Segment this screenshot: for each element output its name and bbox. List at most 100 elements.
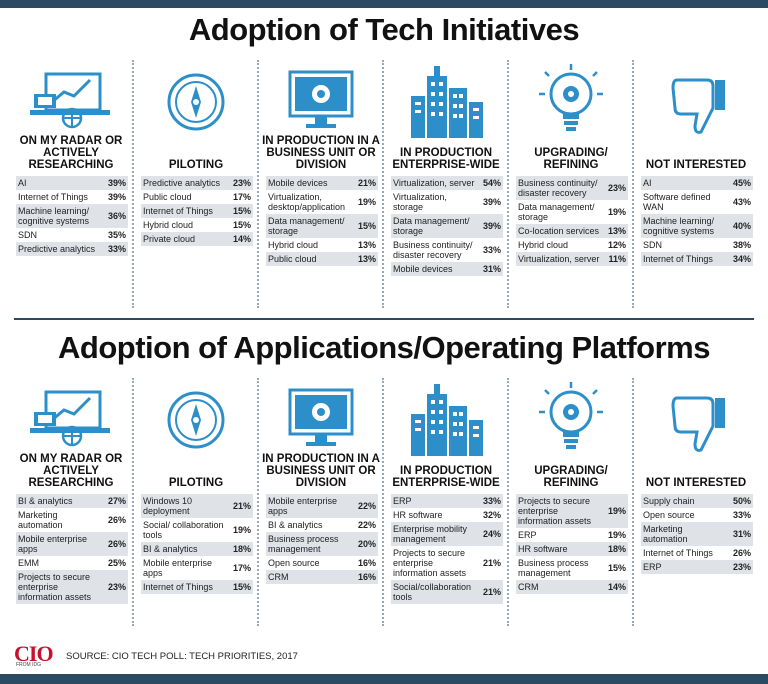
row-label: Marketing automation — [18, 510, 63, 530]
table-row: Hybrid cloud 12% — [516, 238, 628, 252]
column-separator — [257, 60, 259, 308]
table-row: Projects to secure enterprise informatio… — [516, 494, 628, 528]
row-label: SDN — [643, 240, 663, 250]
row-label: Social/collaboration tools — [393, 582, 472, 602]
row-value: 16% — [357, 572, 376, 582]
row-value: 23% — [732, 562, 751, 572]
row-value: 22% — [357, 520, 376, 530]
row-value: 13% — [357, 240, 376, 250]
row-value: 17% — [232, 563, 251, 573]
row-value: 31% — [732, 529, 751, 539]
row-label: Business continuity/ disaster recovery — [393, 240, 473, 260]
row-label: Predictive analytics — [143, 178, 221, 188]
row-value: 39% — [482, 197, 501, 207]
row-value: 19% — [232, 525, 251, 535]
row-label: Predictive analytics — [18, 244, 96, 254]
row-value: 33% — [732, 510, 751, 520]
row-value: 25% — [107, 558, 126, 568]
row-value: 19% — [607, 207, 626, 217]
row-label: Projects to secure enterprise informatio… — [18, 572, 92, 602]
column-separator — [632, 60, 634, 308]
row-value: 17% — [232, 192, 251, 202]
row-label: Projects to secure enterprise informatio… — [518, 496, 592, 526]
table-row: Machine learning/ cognitive systems 40% — [641, 214, 753, 238]
column-heading: PILOTING — [168, 477, 224, 489]
row-value: 26% — [107, 515, 126, 525]
row-value: 39% — [482, 221, 501, 231]
row-value: 20% — [357, 539, 376, 549]
row-label: Virtualization, desktop/application — [268, 192, 346, 212]
row-value: 18% — [232, 544, 251, 554]
row-value: 35% — [107, 230, 126, 240]
row-label: BI & analytics — [268, 520, 323, 530]
row-label: Public cloud — [268, 254, 317, 264]
lightbulb-gear-icon — [512, 62, 630, 142]
table-row: Projects to secure enterprise informatio… — [391, 546, 503, 580]
row-value: 27% — [107, 496, 126, 506]
row-label: CRM — [518, 582, 539, 592]
row-value: 33% — [107, 244, 126, 254]
section-title-tech: Adoption of Tech Initiatives — [188, 12, 580, 47]
row-label: HR software — [518, 544, 568, 554]
column-heading: NOT INTERESTED — [645, 477, 747, 489]
row-label: AI — [643, 178, 652, 188]
column-heading: NOT INTERESTED — [645, 159, 747, 171]
laptop-chart-icon — [12, 380, 130, 460]
row-label: ERP — [393, 496, 412, 506]
row-value: 32% — [482, 510, 501, 520]
row-label: Open source — [268, 558, 320, 568]
row-label: Machine learning/ cognitive systems — [643, 216, 715, 236]
row-label: Machine learning/ cognitive systems — [18, 206, 90, 226]
row-label: Hybrid cloud — [518, 240, 569, 250]
row-value: 12% — [607, 240, 626, 250]
row-value: 13% — [357, 254, 376, 264]
monitor-gear-icon — [262, 62, 380, 142]
row-label: Business continuity/ disaster recovery — [518, 178, 598, 198]
row-value: 18% — [607, 544, 626, 554]
buildings-icon — [387, 380, 505, 460]
row-value: 34% — [732, 254, 751, 264]
column-heading: IN PRODUCTION ENTERPRISE-WIDE — [392, 147, 500, 171]
row-label: Projects to secure enterprise informatio… — [393, 548, 467, 578]
row-value: 19% — [607, 506, 626, 516]
row-label: Hybrid cloud — [268, 240, 319, 250]
row-label: Windows 10 deployment — [143, 496, 193, 516]
column-heading: ON MY RADAR OR ACTIVELY RESEARCHING — [19, 135, 123, 171]
row-label: Mobile enterprise apps — [18, 534, 88, 554]
top-bar — [0, 0, 768, 8]
table-row: Public cloud 13% — [266, 252, 378, 266]
row-label: Mobile devices — [393, 264, 453, 274]
row-value: 40% — [732, 221, 751, 231]
row-value: 11% — [608, 254, 626, 264]
row-label: Internet of Things — [143, 206, 213, 216]
